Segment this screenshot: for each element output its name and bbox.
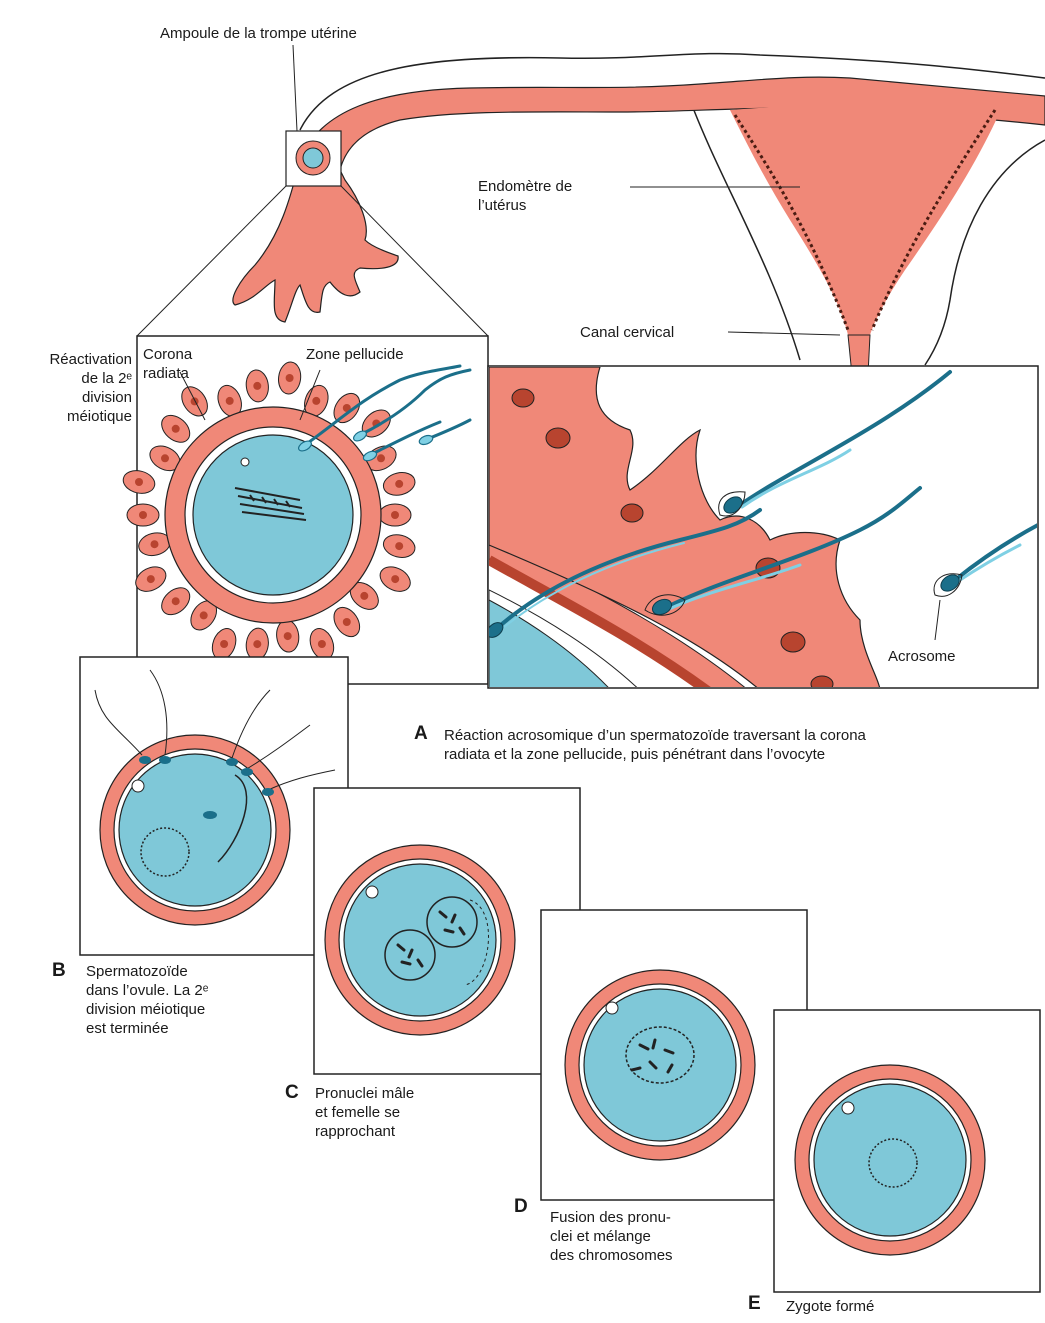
label-acrosome: Acrosome — [888, 647, 956, 666]
corona-cell-nucleus — [395, 480, 403, 488]
label-ampoule: Ampoule de la trompe utérine — [160, 24, 357, 43]
panel-a-oocyte — [121, 336, 488, 684]
corona-cell-nucleus — [191, 397, 199, 405]
corona-cell-nucleus — [312, 397, 320, 405]
corona-cell-nucleus — [391, 575, 399, 583]
corona-cell-nucleus — [139, 511, 147, 519]
corona-cell-nucleus — [220, 640, 228, 648]
label-reactivation: Réactivation de la 2ᵉ division méiotique — [10, 350, 132, 426]
corona-cell-nucleus — [318, 640, 326, 648]
corona-cell-nucleus — [253, 382, 261, 390]
panel-b-caption: Spermatozoïde dans l’ovule. La 2ᵉ divisi… — [86, 962, 208, 1038]
corona-cell-nucleus — [343, 618, 351, 626]
panel-d-letter: D — [514, 1196, 528, 1217]
label-endometre: Endomètre de l’utérus — [478, 177, 572, 215]
panel-d-caption: Fusion des pronu- clei et mélange des ch… — [550, 1208, 673, 1265]
corona-cell-nucleus — [253, 640, 261, 648]
panel-b — [80, 657, 348, 955]
label-corona-radiata: Corona radiata — [143, 345, 192, 383]
panel-c — [314, 788, 580, 1074]
corona-cell-nucleus — [377, 454, 385, 462]
corona-cell-nucleus — [172, 425, 180, 433]
corona-cell-nucleus — [391, 511, 399, 519]
corona-cell-nucleus — [161, 454, 169, 462]
corona-cell-nucleus — [286, 374, 294, 382]
panel-e-caption: Zygote formé — [786, 1297, 874, 1316]
corona-cell-nucleus — [200, 611, 208, 619]
corona-cell-nucleus — [151, 540, 159, 548]
panel-a-letter: A — [414, 723, 428, 744]
panel-a-caption: Réaction acrosomique d’un spermatozoïde … — [444, 726, 866, 764]
panel-e — [774, 1010, 1040, 1292]
corona-cell-nucleus — [284, 632, 292, 640]
corona-cell-nucleus — [172, 597, 180, 605]
endometrium — [730, 100, 1005, 335]
panel-c-letter: C — [285, 1082, 299, 1103]
panel-c-caption: Pronuclei mâle et femelle se rapprochant — [315, 1084, 414, 1141]
corona-cell-nucleus — [135, 478, 143, 486]
corona-cell-nucleus — [226, 397, 234, 405]
corona-cell-nucleus — [360, 592, 368, 600]
corona-cell-nucleus — [147, 575, 155, 583]
label-canal-cervical: Canal cervical — [580, 323, 674, 342]
corona-cell-nucleus — [395, 542, 403, 550]
panel-d — [541, 910, 807, 1200]
label-zone-pellucide: Zone pellucide — [306, 345, 404, 364]
panel-b-letter: B — [52, 960, 66, 981]
panel-e-letter: E — [748, 1293, 761, 1314]
